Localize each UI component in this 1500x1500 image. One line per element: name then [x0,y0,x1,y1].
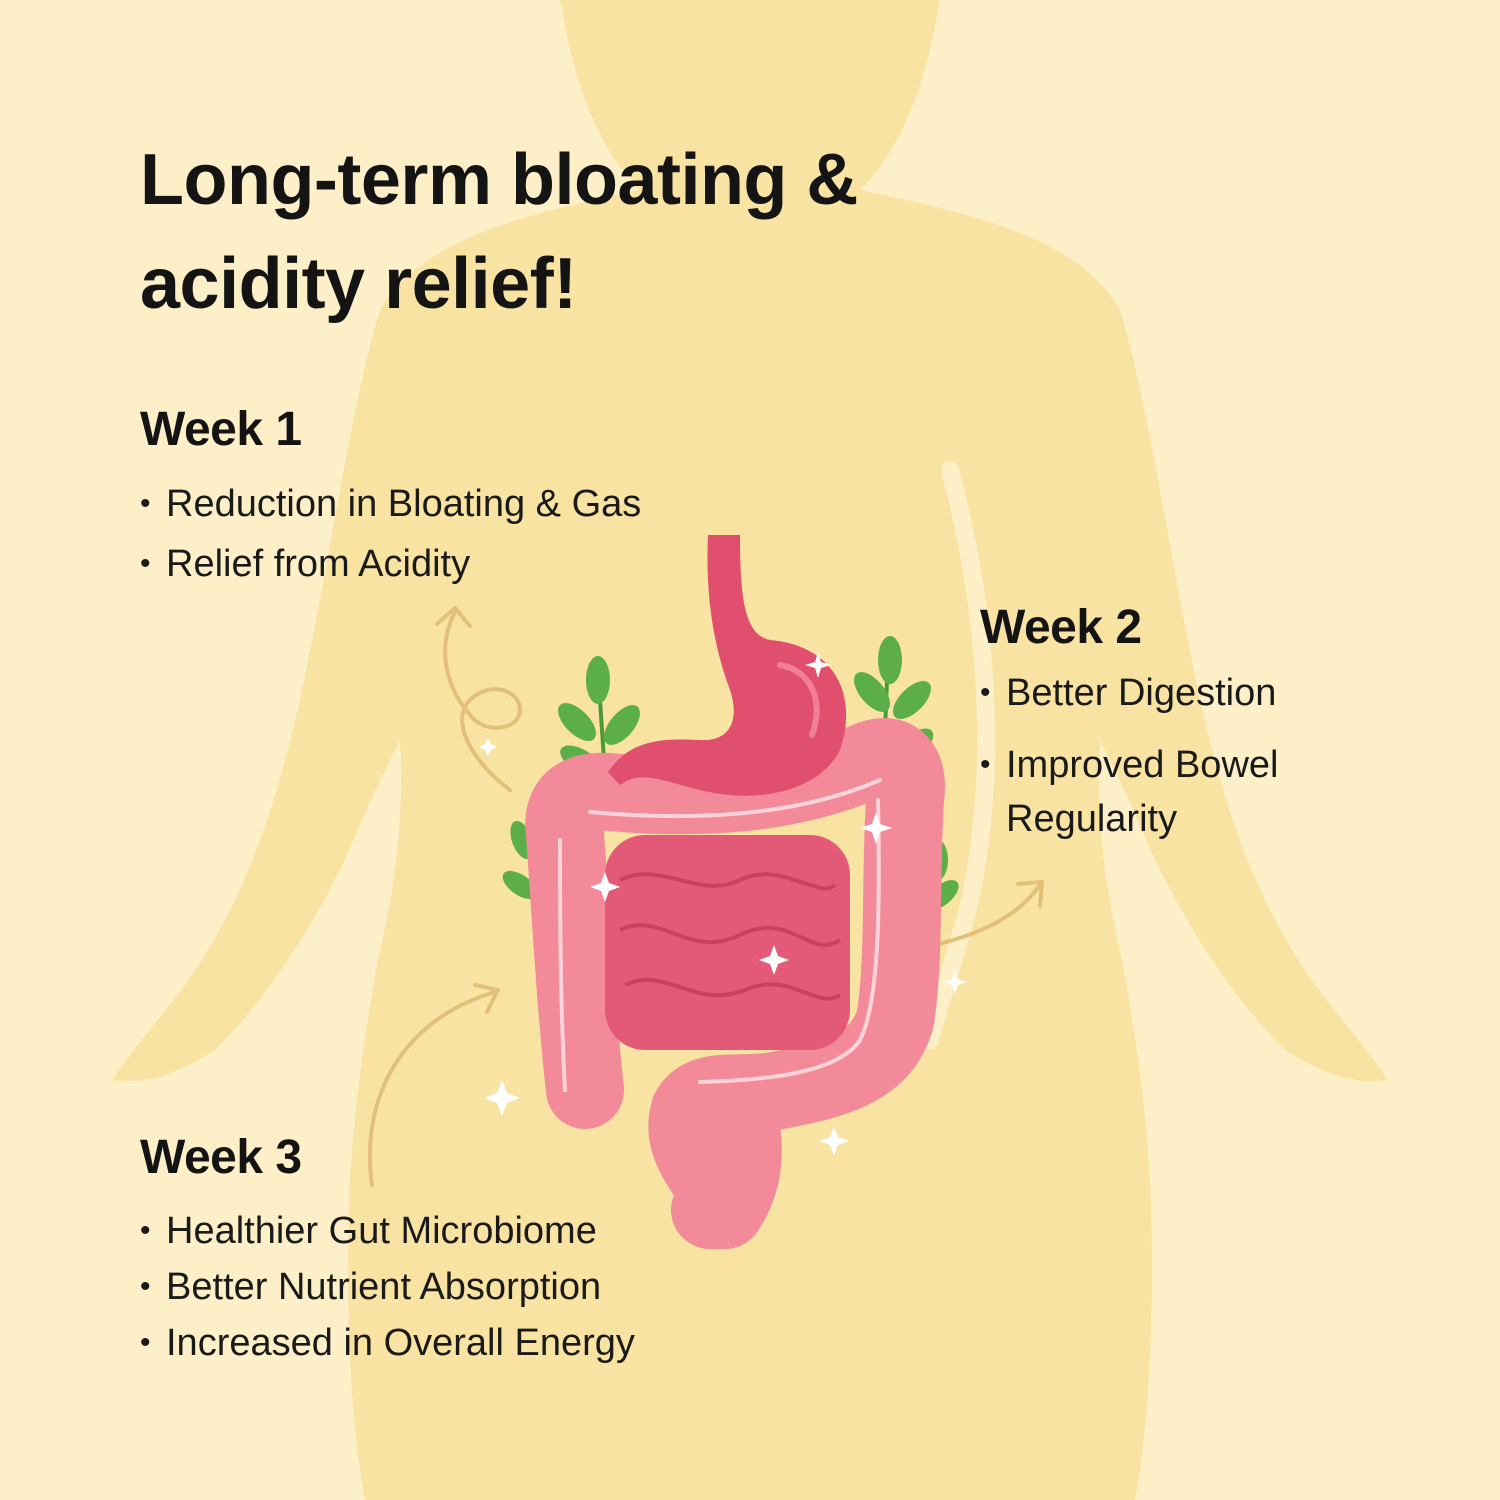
sparkle-icon [943,970,967,994]
arrow-head-week3 [473,983,500,1014]
sparkle-icon [484,1080,520,1116]
sparkle-icon [590,872,620,902]
list-item: Relief from Acidity [140,534,641,594]
arrows [367,606,1044,1187]
sparkle-icon [819,1126,849,1156]
week-2-title: Week 2 [980,601,1142,654]
arrow-to-week3 [367,990,497,1187]
list-item: Increased in Overall Energy [140,1315,635,1371]
arrow-to-week1 [443,610,522,792]
week-3-list: Healthier Gut Microbiome Better Nutrient… [140,1203,635,1371]
sparkle-icon [479,738,497,756]
list-item: Healthier Gut Microbiome [140,1203,635,1259]
arrow-head-week2 [1016,880,1044,908]
sparkle-icon [805,652,831,678]
week-2-list: Better Digestion Improved Bowel Regulari… [980,666,1400,864]
list-item: Better Digestion [980,666,1400,720]
list-item: Better Nutrient Absorption [140,1259,635,1315]
arrow-head-week1 [435,606,472,628]
large-intestine [525,718,945,1249]
week-3-title: Week 3 [140,1131,302,1184]
list-item: Reduction in Bloating & Gas [140,474,641,534]
sparkle-icon [860,812,892,844]
week-1-list: Reduction in Bloating & Gas Relief from … [140,474,641,594]
sparkles [479,652,967,1156]
list-item: Improved Bowel Regularity [980,738,1400,846]
sparkle-icon [759,945,789,975]
arrow-to-week2 [933,883,1042,947]
small-intestine [605,835,850,1050]
week-1-title: Week 1 [140,403,302,456]
stomach [608,535,847,796]
headline: Long-term bloating & acidity relief! [140,140,858,324]
